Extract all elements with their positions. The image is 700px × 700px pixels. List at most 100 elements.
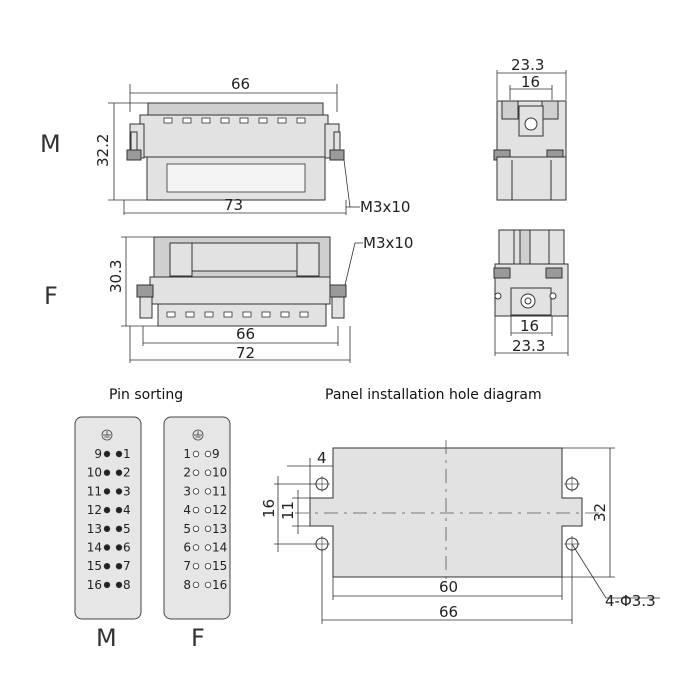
dim-23-3-bottom: 23.3 <box>512 337 545 355</box>
pin-number-right: 13 <box>212 522 227 536</box>
pin-contact <box>103 506 111 514</box>
pin-number-right: 2 <box>123 466 131 480</box>
panel-dimensions: 4 16 11 32 60 66 4-Φ3.3 <box>260 447 660 624</box>
pin-contact <box>192 544 200 551</box>
pin-contact <box>103 469 111 476</box>
dim-30-3: 30.3 <box>107 260 125 293</box>
pin-contact <box>204 450 212 458</box>
dim-11: 11 <box>279 501 297 520</box>
pin-number-left: 3 <box>183 484 191 498</box>
pin-number-left: 1 <box>183 447 191 461</box>
pin-number-right: 15 <box>212 559 227 573</box>
pin-sorting-title: Pin sorting <box>109 387 183 403</box>
pin_sorting.male_rows-row: 11 3 <box>87 484 131 498</box>
pin-contact <box>115 469 123 476</box>
pin-number-right: 3 <box>123 484 131 498</box>
pin-number-left: 9 <box>94 447 102 461</box>
pin_sorting.female_rows-row: 7 15 <box>183 559 227 573</box>
pin-contact <box>192 581 200 589</box>
dim-32: 32 <box>591 503 609 522</box>
pin-number-right: 12 <box>212 503 227 517</box>
panel-cutout <box>295 440 600 585</box>
dim-4: 4 <box>317 449 327 467</box>
pin-contact <box>103 544 111 551</box>
pin-number-left: 2 <box>183 466 191 480</box>
pin-contact <box>115 544 123 551</box>
female-pin-caption: F <box>191 624 205 652</box>
male-front-view <box>126 102 351 208</box>
pin-contact <box>192 450 200 458</box>
pin-contact <box>192 563 200 570</box>
pin_sorting.female_rows-row: 6 14 <box>183 541 227 555</box>
female-ground-icon <box>192 429 204 441</box>
male-side-dimensions: 23.3 16 <box>496 56 567 100</box>
pin-number-right: 14 <box>212 541 227 555</box>
pin-number-left: 8 <box>183 578 191 592</box>
pin-contact <box>204 544 212 551</box>
pin-number-left: 7 <box>183 559 191 573</box>
pin-number-right: 1 <box>123 447 131 461</box>
female-view-label: F <box>44 282 58 310</box>
pin-number-right: 10 <box>212 466 227 480</box>
pin-number-right: 4 <box>123 503 131 517</box>
male-view-label: M <box>40 130 61 158</box>
male-side-view <box>493 100 567 201</box>
dim-72: 72 <box>236 344 255 362</box>
female-front-dimensions: 30.3 M3x10 66 72 <box>107 234 413 363</box>
pin-number-left: 11 <box>87 484 102 498</box>
pin-contact <box>115 563 123 570</box>
dim-66-top: 66 <box>231 75 250 93</box>
pin-number-right: 11 <box>212 484 227 498</box>
pin-contact <box>204 506 212 514</box>
female-side-view <box>493 229 569 317</box>
pin-number-right: 8 <box>123 578 131 592</box>
pin-number-right: 7 <box>123 559 131 573</box>
pin-number-left: 10 <box>87 466 102 480</box>
dim-60: 60 <box>439 578 458 596</box>
female-front-view <box>136 236 356 327</box>
dim-16-bottom: 16 <box>520 317 539 335</box>
pin_sorting.female_rows-row: 2 10 <box>183 466 227 480</box>
pin-contact <box>204 581 212 589</box>
pin-contact <box>204 563 212 570</box>
pin_sorting.female_rows-row: 3 11 <box>183 484 227 498</box>
pin-contact <box>115 450 123 458</box>
pin-number-right: 9 <box>212 447 220 461</box>
pin-contact <box>192 506 200 514</box>
pin_sorting.male_rows-row: 13 5 <box>87 522 131 536</box>
pin_sorting.male_rows-row: 15 7 <box>87 559 131 573</box>
pin-contact <box>204 469 212 476</box>
pin-number-left: 5 <box>183 522 191 536</box>
pin-number-right: 5 <box>123 522 131 536</box>
pin-number-left: 12 <box>87 503 102 517</box>
pin-contact <box>103 525 111 532</box>
pin-number-left: 15 <box>87 559 102 573</box>
pin-contact <box>115 488 123 495</box>
pin_sorting.female_rows-row: 8 16 <box>183 578 227 592</box>
pin-contact <box>103 450 111 458</box>
panel-diagram-title: Panel installation hole diagram <box>325 387 542 403</box>
pin_sorting.male_rows-row: 12 4 <box>87 503 131 517</box>
pin-contact <box>192 469 200 476</box>
pin-contact <box>192 525 200 532</box>
pin-number-right: 6 <box>123 541 131 555</box>
pin-contact <box>204 525 212 532</box>
dim-23-3-top: 23.3 <box>511 56 544 74</box>
m-screw-callout: M3x10 <box>360 198 410 216</box>
dim-32-2: 32.2 <box>94 134 112 167</box>
pin-number-left: 4 <box>183 503 191 517</box>
hole-callout: 4-Φ3.3 <box>605 592 656 610</box>
pin-contact <box>115 525 123 532</box>
dim-73: 73 <box>224 196 243 214</box>
pin_sorting.male_rows-row: 10 2 <box>87 466 131 480</box>
male-pin-caption: M <box>96 624 117 652</box>
pin-number-right: 16 <box>212 578 227 592</box>
pin-number-left: 6 <box>183 541 191 555</box>
pin-number-left: 13 <box>87 522 102 536</box>
